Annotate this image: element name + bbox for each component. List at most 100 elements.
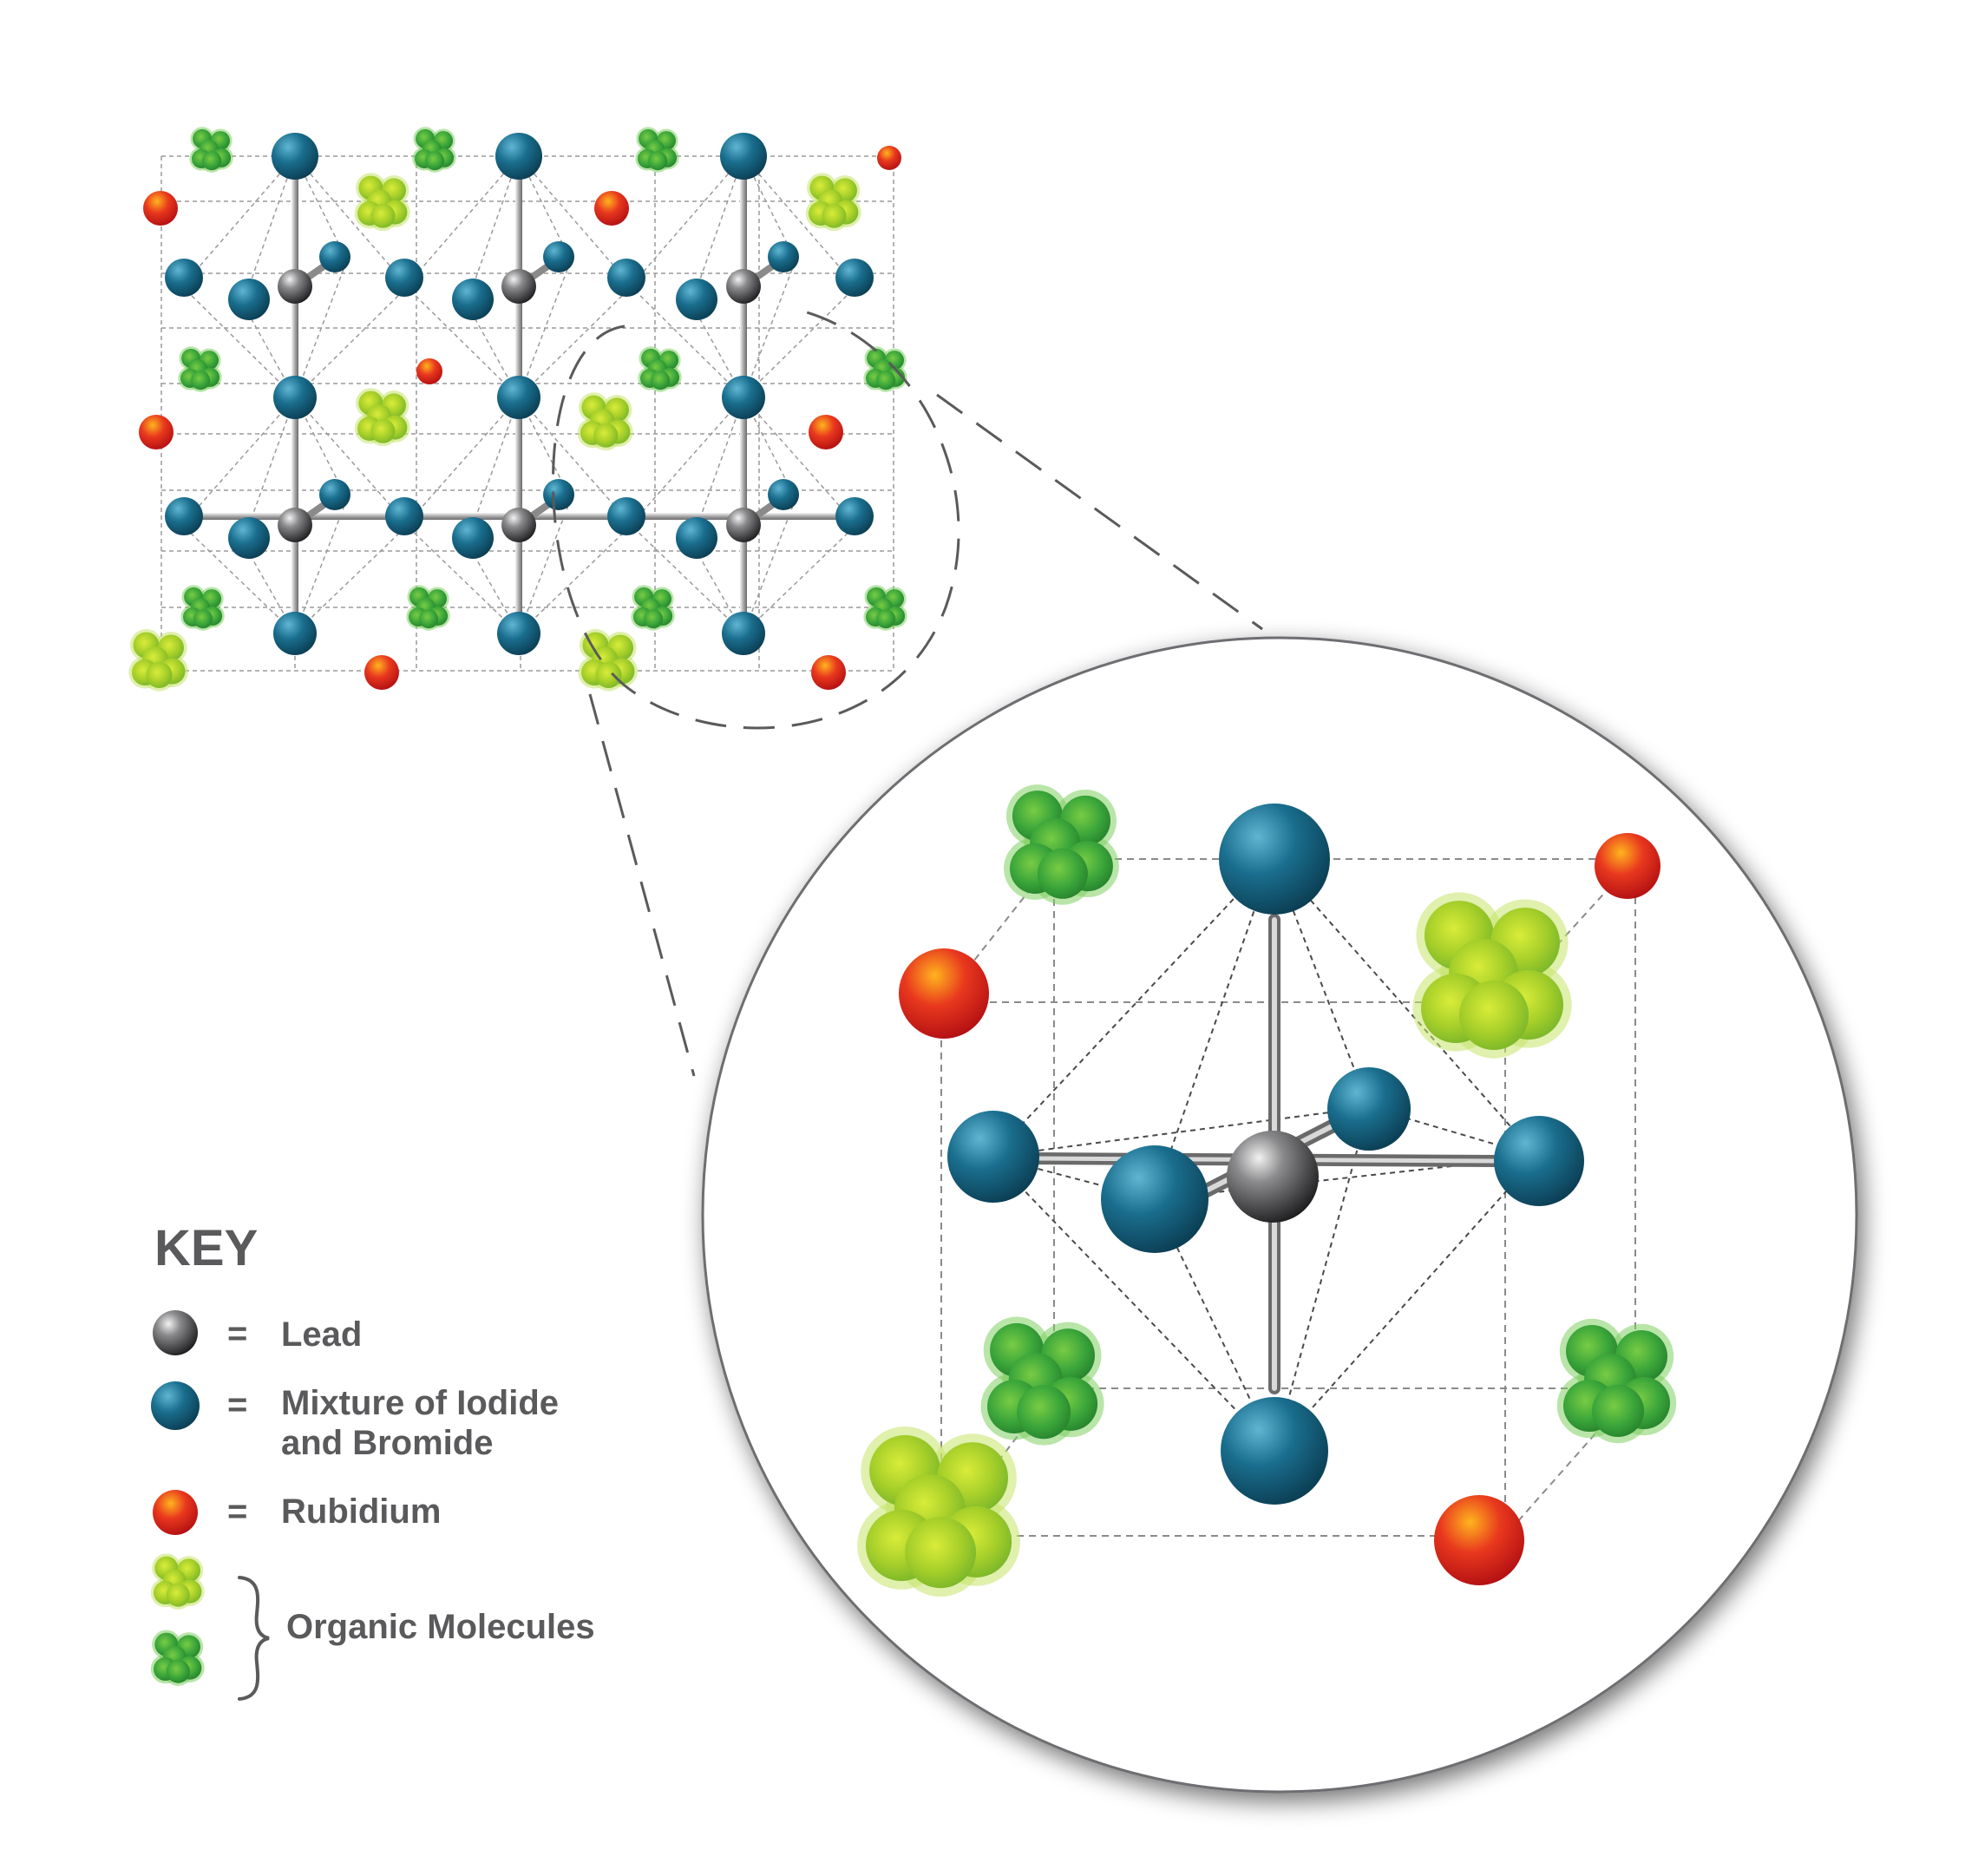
organic-molecule-light bbox=[578, 628, 639, 692]
organic-molecule-dark bbox=[180, 585, 225, 631]
organic-molecule-dark bbox=[1556, 1318, 1677, 1444]
zoom-indicator bbox=[552, 311, 1263, 1077]
rubidium-sphere-icon bbox=[153, 1490, 198, 1535]
halide-sphere-icon bbox=[151, 1381, 200, 1430]
organic-molecule-light bbox=[354, 173, 410, 232]
organic-cluster bbox=[150, 1630, 205, 1686]
halide-atom bbox=[497, 612, 540, 655]
organic-molecule-dark bbox=[1004, 784, 1119, 905]
rubidium-atom bbox=[809, 415, 843, 449]
zoom-line-lower bbox=[588, 693, 696, 1077]
halide-atom bbox=[1219, 804, 1330, 915]
organic-molecule-dark bbox=[863, 585, 907, 631]
halide-atom bbox=[543, 479, 574, 510]
halide-atom bbox=[676, 517, 717, 559]
halide-atom bbox=[319, 479, 350, 510]
halide-atom bbox=[272, 133, 318, 180]
halide-atom bbox=[228, 279, 270, 320]
lattice-overview bbox=[128, 127, 907, 692]
legend-brace bbox=[238, 1576, 270, 1701]
rubidium-atom bbox=[811, 655, 846, 690]
rubidium-atom bbox=[143, 191, 178, 226]
organic-molecule-dark bbox=[638, 346, 682, 392]
halide-atom bbox=[452, 517, 494, 559]
rubidium-atom bbox=[899, 948, 989, 1039]
halide-atom bbox=[835, 497, 874, 535]
organic-molecule-dark bbox=[980, 1316, 1104, 1446]
organic-molecule-dark bbox=[412, 127, 456, 173]
organic-molecule-dark bbox=[863, 346, 907, 392]
halide-atom bbox=[607, 497, 645, 535]
rubidium-atom bbox=[139, 415, 174, 449]
organic-molecule-light bbox=[128, 628, 189, 692]
legend-item-lead: = Lead bbox=[153, 1310, 362, 1355]
legend-label-halide-line1: Mixture of Iodide bbox=[281, 1384, 559, 1422]
halide-atom bbox=[319, 241, 350, 272]
rubidium-atom bbox=[1595, 833, 1660, 899]
lattice-atoms bbox=[128, 127, 907, 692]
halide-atom bbox=[228, 517, 270, 559]
halide-atom bbox=[1494, 1116, 1584, 1206]
organic-molecule-dark bbox=[631, 585, 675, 631]
halide-atom bbox=[385, 497, 423, 535]
halide-atom bbox=[1101, 1145, 1208, 1253]
legend-item-halide: = Mixture of Iodide and Bromide bbox=[151, 1381, 559, 1462]
organic-molecule-light-icon bbox=[150, 1553, 205, 1610]
organic-molecule-light bbox=[857, 1427, 1020, 1597]
halide-atom bbox=[273, 612, 317, 655]
legend-equals: = bbox=[227, 1386, 247, 1424]
legend-title: KEY bbox=[154, 1220, 258, 1276]
halide-atom bbox=[452, 279, 494, 320]
halide-atom bbox=[947, 1111, 1039, 1203]
legend-label-halide-line2: and Bromide bbox=[281, 1424, 493, 1462]
lead-atom bbox=[278, 269, 312, 304]
halide-atom bbox=[607, 259, 645, 297]
organic-molecule-dark bbox=[406, 585, 450, 631]
rubidium-atom bbox=[416, 358, 442, 384]
lead-sphere-icon bbox=[153, 1310, 198, 1355]
halide-atom bbox=[720, 133, 767, 180]
lead-atom bbox=[278, 508, 312, 542]
rubidium-atom bbox=[364, 655, 399, 690]
organic-molecule-dark bbox=[635, 127, 679, 173]
rubidium-atom bbox=[594, 191, 629, 226]
unit-cell-atoms bbox=[857, 784, 1677, 1597]
organic-cluster bbox=[150, 1553, 205, 1610]
halide-atom bbox=[385, 259, 423, 297]
organic-molecule-dark-icon bbox=[150, 1630, 205, 1686]
halide-atom bbox=[722, 612, 765, 655]
legend-label-lead: Lead bbox=[281, 1315, 362, 1354]
legend-item-rubidium: = Rubidium bbox=[153, 1490, 441, 1535]
legend-item-organic: Organic Molecules bbox=[150, 1553, 595, 1701]
legend-equals: = bbox=[227, 1315, 247, 1353]
organic-molecule-light bbox=[354, 388, 410, 447]
rubidium-atom bbox=[877, 146, 901, 170]
halide-atom bbox=[1221, 1397, 1328, 1505]
organic-molecule-light bbox=[805, 173, 861, 232]
halide-atom bbox=[768, 479, 799, 510]
legend-equals: = bbox=[227, 1492, 247, 1531]
legend-label-organic: Organic Molecules bbox=[286, 1608, 595, 1646]
halide-atom bbox=[497, 376, 540, 419]
halide-atom bbox=[165, 497, 203, 535]
zoom-ellipse bbox=[552, 311, 960, 730]
halide-atom bbox=[722, 376, 765, 419]
halide-atom bbox=[768, 241, 799, 272]
rubidium-atom bbox=[1434, 1495, 1524, 1585]
zoomed-unit-cell bbox=[701, 636, 1858, 1794]
organic-molecule-light bbox=[577, 392, 633, 451]
organic-molecule-dark bbox=[178, 346, 222, 392]
halide-atom bbox=[835, 259, 874, 297]
organic-molecule-light bbox=[1412, 892, 1572, 1059]
lead-atom bbox=[726, 508, 761, 542]
halide-atom bbox=[543, 241, 574, 272]
lead-atom bbox=[726, 269, 761, 304]
zoom-line-upper bbox=[936, 393, 1263, 631]
halide-atom bbox=[273, 376, 317, 419]
lead-atom bbox=[501, 269, 536, 304]
halide-atom bbox=[165, 259, 203, 297]
lead-atom bbox=[501, 508, 536, 542]
halide-atom bbox=[676, 279, 717, 320]
legend-label-rubidium: Rubidium bbox=[281, 1492, 441, 1531]
